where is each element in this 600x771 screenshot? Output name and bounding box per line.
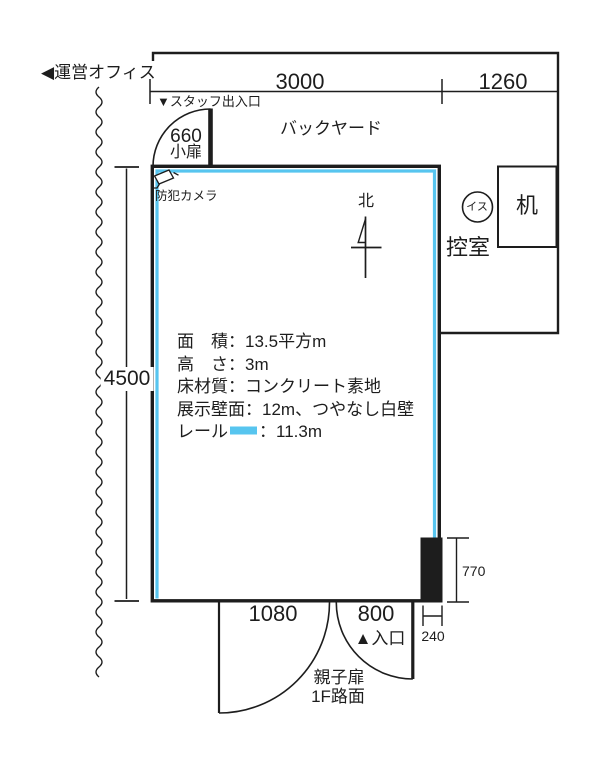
pillar-height-dimension <box>447 537 469 603</box>
pillar-width-dimension <box>422 605 443 626</box>
north-label: 北 <box>357 193 375 210</box>
rail-line <box>155 169 437 599</box>
spec-wall: 展示壁面：12m、つやなし白壁 <box>177 399 415 419</box>
spec-height: 高 さ：3m <box>177 354 269 374</box>
spec-floor: 床材質：コンクリート素地 <box>177 377 381 396</box>
security-camera-icon <box>151 169 179 189</box>
north-arrow-icon <box>351 216 382 278</box>
staff-entrance-label: ▼スタッフ出入口 <box>157 94 261 109</box>
dimension-4500: 4500 <box>100 367 154 391</box>
rail-value: ：11.3m <box>259 422 322 441</box>
chair-label: イス <box>466 201 488 213</box>
backyard-label: バックヤード <box>280 119 382 138</box>
desk-label: 机 <box>515 193 539 218</box>
staff-door-swing-arc <box>152 108 211 167</box>
management-office-label: ◀運営オフィス <box>41 63 156 82</box>
main-door-right-arc <box>335 602 413 680</box>
dimension-1080: 1080 <box>248 601 298 626</box>
security-camera-label: 防犯カメラ <box>155 189 218 203</box>
staff-door-width: 660 <box>170 126 202 147</box>
main-door-left-arc <box>218 602 331 714</box>
entrance-label: ▲入口 <box>354 629 406 648</box>
room-specs: 面 積：13.5平方m 高 さ：3m 床材質：コンクリート素地 展示壁面：12m… <box>177 331 414 444</box>
spec-rail: レール ：11.3m <box>177 421 414 444</box>
chair-outline <box>461 191 494 223</box>
staff-door-name: 小扉 <box>169 144 203 161</box>
anteroom-label: 控室 <box>445 235 491 260</box>
dimension-770: 770 <box>462 563 486 579</box>
rail-color-swatch <box>230 426 257 435</box>
door-type-label: 親子扉 <box>313 668 365 687</box>
spec-area: 面 積：13.5平方m <box>177 332 327 351</box>
pillar <box>420 537 443 603</box>
top-dimension-line <box>149 79 558 104</box>
desk-outline <box>497 165 558 248</box>
floor-level-label: 1F路面 <box>311 687 365 706</box>
dimension-800: 800 <box>357 601 395 626</box>
outer-boundary-wall <box>151 51 560 335</box>
dimension-240: 240 <box>421 628 445 644</box>
rail-label: レール <box>177 422 228 441</box>
dimension-1260: 1260 <box>478 69 528 94</box>
dimension-3000: 3000 <box>275 69 325 94</box>
